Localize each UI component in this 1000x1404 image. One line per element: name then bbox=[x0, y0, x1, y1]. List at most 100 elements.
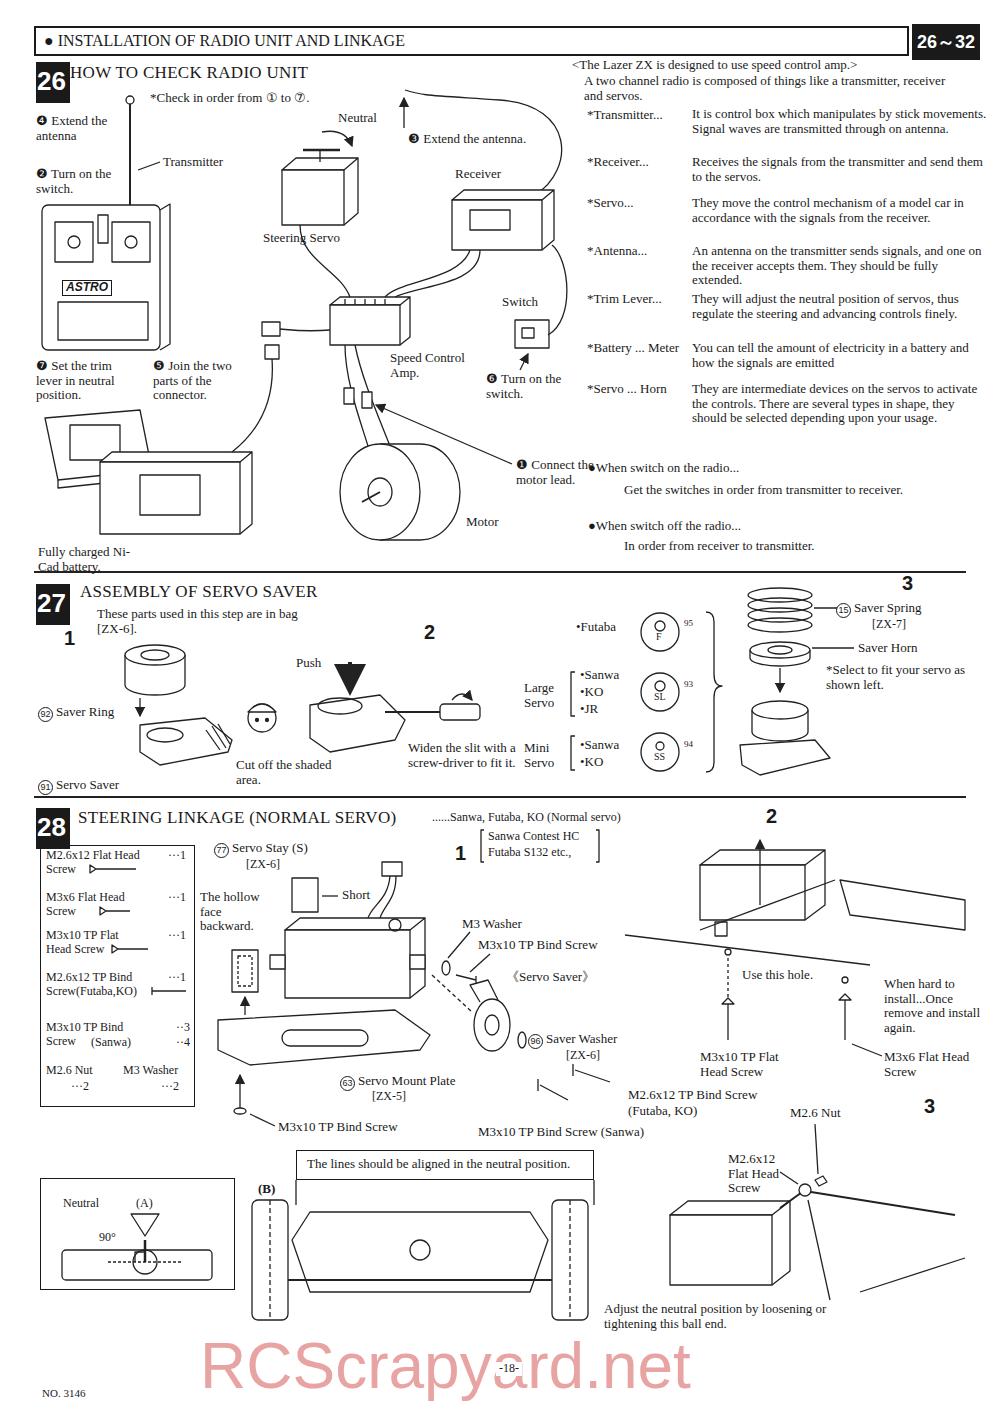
step-number: 1 bbox=[64, 628, 75, 648]
node-text: M3x6 Flat Head Screw bbox=[46, 891, 154, 919]
annotation: ❼ Set the trim lever in neutral position… bbox=[36, 359, 140, 403]
node-text: M2.6x12 TP Bind Screw(Futaba,KO) bbox=[46, 971, 158, 999]
annotation: In order from receiver to transmitter. bbox=[624, 539, 815, 554]
annotation: *Servo ... Horn bbox=[587, 382, 682, 397]
annotation: ❺ Join the two parts of the connector. bbox=[153, 359, 258, 403]
annotation: <The Lazer ZX is designed to use speed c… bbox=[572, 58, 857, 73]
annotation: ●When switch on the radio... bbox=[588, 461, 739, 476]
annotation: *Transmitter... bbox=[587, 108, 663, 123]
annotation: Use this hole. bbox=[742, 968, 813, 983]
annotation: ❻ Turn on the switch. bbox=[486, 372, 564, 401]
page-number: -18- bbox=[496, 1362, 522, 1376]
annotation: •Futaba bbox=[576, 620, 616, 635]
node-text: ···1 bbox=[168, 891, 186, 905]
annotation: Widen the slit with a screw-driver to fi… bbox=[408, 741, 520, 770]
node-text: 26～32 bbox=[917, 30, 975, 54]
annotation: 94 bbox=[684, 739, 693, 749]
parts-box: M2.6x12 Flat Head Screw···1M3x6 Flat Hea… bbox=[40, 845, 195, 1107]
annotation: F bbox=[656, 631, 662, 642]
node-text: 27 bbox=[37, 588, 66, 619]
annotation: *Antenna... bbox=[587, 244, 647, 259]
annotation: Switch bbox=[502, 295, 538, 310]
annotation: Fully charged Ni-Cad battery. bbox=[38, 545, 150, 574]
annotation: [ZX-6] bbox=[246, 858, 280, 872]
node-text: M3 Washer bbox=[123, 1064, 178, 1078]
annotation: *Select to fit your servo as shown left. bbox=[826, 663, 968, 692]
annotation: M3x6 Flat Head Screw bbox=[884, 1050, 970, 1079]
callout-number: 63 bbox=[340, 1076, 355, 1091]
annotation: ●When switch off the radio... bbox=[588, 519, 741, 534]
node-text: ···1 bbox=[168, 849, 186, 863]
annotation: The hollow face backward. bbox=[200, 890, 278, 934]
annotation: Saver Washer bbox=[546, 1032, 617, 1047]
node-text: The lines should be aligned in the neutr… bbox=[307, 1157, 583, 1172]
callout-number: 91 bbox=[38, 780, 53, 795]
annotation: •KO bbox=[580, 685, 603, 700]
node-text: Neutral bbox=[63, 1197, 99, 1211]
annotation: •JR bbox=[580, 702, 598, 717]
callout-number: 77 bbox=[214, 843, 229, 858]
annotation: Push bbox=[296, 656, 321, 671]
callout-number: 15 bbox=[836, 603, 851, 618]
node-text: (A) bbox=[136, 1197, 153, 1211]
annotation: Saver Ring bbox=[56, 705, 114, 720]
node-text: ···2 bbox=[71, 1080, 89, 1094]
annotation: Transmitter bbox=[163, 155, 223, 170]
header-band: ● INSTALLATION OF RADIO UNIT AND LINKAGE bbox=[34, 26, 909, 56]
annotation: *Check in order from ① to ⑦. bbox=[150, 91, 309, 106]
step-number-box: 26 bbox=[36, 62, 70, 103]
page-range: 26～32 bbox=[912, 24, 980, 60]
annotation: They are intermediate devices on the ser… bbox=[692, 382, 987, 426]
annotation: Adjust the neutral position by loosening… bbox=[604, 1302, 856, 1331]
annotation: Saver Horn bbox=[858, 641, 918, 656]
annotation: M3x10 TP Bind Screw bbox=[478, 938, 598, 953]
annotation: *Trim Lever... bbox=[587, 292, 662, 307]
annotation: It is control box which manipulates by s… bbox=[692, 107, 987, 136]
annotation: SS bbox=[654, 751, 665, 762]
annotation: 95 bbox=[684, 618, 693, 628]
annotation: [ZX-5] bbox=[372, 1090, 406, 1104]
node-text: 26 bbox=[37, 66, 66, 97]
step-number: 2 bbox=[766, 806, 777, 826]
annotation: ❷ Turn on the switch. bbox=[36, 167, 122, 196]
section-title: ASSEMBLY OF SERVO SAVER bbox=[80, 582, 318, 601]
annotation: (Futaba, KO) bbox=[628, 1104, 697, 1119]
step-number-box: 27 bbox=[36, 584, 70, 625]
annotation: M3 Washer bbox=[462, 917, 522, 932]
node-text: (Sanwa) bbox=[91, 1036, 131, 1050]
parts-box: Neutral(A)90° bbox=[40, 1178, 235, 1290]
annotation: NO. 3146 bbox=[42, 1387, 85, 1399]
node-text: M3x10 TP Flat Head Screw bbox=[46, 929, 138, 957]
annotation: Speed Control Amp. bbox=[390, 351, 472, 380]
annotation: Steering Servo bbox=[263, 231, 340, 246]
node-text: ··3 bbox=[176, 1021, 190, 1035]
annotation: Neutral bbox=[338, 111, 377, 126]
annotation: ❶ Connect the motor lead. bbox=[516, 458, 598, 487]
annotation: Futaba S132 etc., bbox=[488, 846, 571, 860]
step-number: 3 bbox=[902, 573, 913, 593]
annotation: Servo Stay (S) bbox=[232, 841, 308, 856]
annotation: SL bbox=[654, 691, 666, 702]
brand-label: ASTRO bbox=[62, 280, 112, 296]
watermark: RCScrapyard.net bbox=[200, 1334, 691, 1398]
step-number: 3 bbox=[924, 1096, 935, 1116]
annotation: •Sanwa bbox=[580, 738, 619, 753]
annotation: Large Servo bbox=[524, 681, 566, 710]
note-box: The lines should be aligned in the neutr… bbox=[296, 1150, 594, 1180]
annotation: [ZX-7] bbox=[872, 618, 906, 632]
annotation: *Battery ... Meter bbox=[587, 341, 682, 356]
callout-number: 92 bbox=[38, 707, 53, 722]
annotation: M3x10 TP Flat Head Screw bbox=[700, 1050, 808, 1079]
annotation: An antenna on the transmitter sends sign… bbox=[692, 244, 987, 288]
callout-number: 96 bbox=[528, 1034, 543, 1049]
annotation: M2.6x12 Flat Head Screw bbox=[728, 1152, 790, 1196]
annotation: •KO bbox=[580, 755, 603, 770]
node-text: M2.6 Nut bbox=[46, 1064, 93, 1078]
annotation: Mini Servo bbox=[524, 741, 566, 770]
annotation: Get the switches in order from transmitt… bbox=[624, 483, 954, 498]
node-text: M2.6x12 Flat Head Screw bbox=[46, 849, 158, 877]
node-text: ···1 bbox=[168, 971, 186, 985]
annotation: 《Servo Saver》 bbox=[506, 970, 595, 985]
annotation: ......Sanwa, Futaba, KO (Normal servo) bbox=[432, 811, 621, 825]
